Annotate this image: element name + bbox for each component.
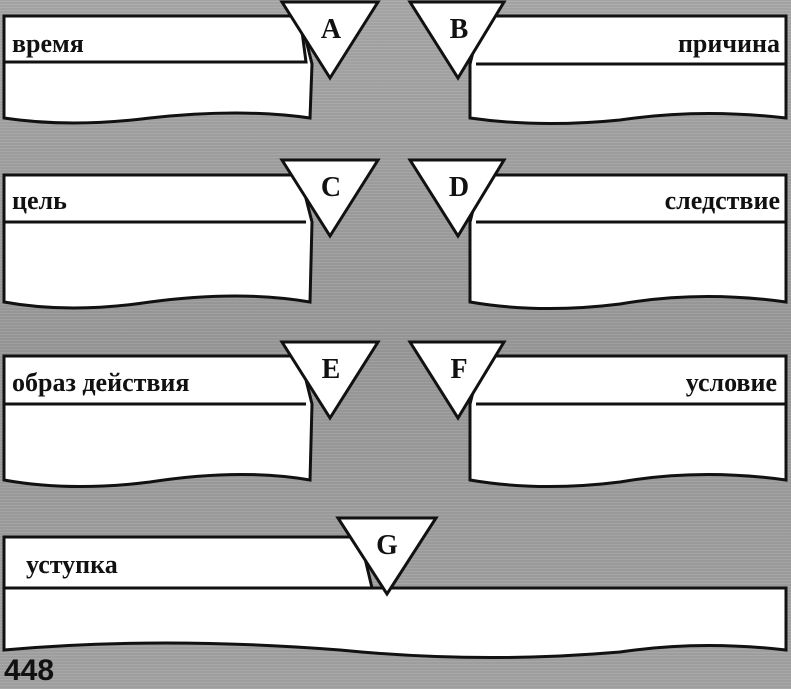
triangle-a xyxy=(279,0,381,81)
letter-b: B xyxy=(449,14,469,45)
label-manner: образ действия xyxy=(12,368,190,397)
label-cause: причина xyxy=(677,29,780,58)
triangle-f xyxy=(407,340,507,421)
card-purpose xyxy=(2,173,314,310)
label-purpose: цель xyxy=(12,186,67,215)
card-concession xyxy=(2,535,788,660)
triangle-g xyxy=(335,516,439,597)
letter-c: C xyxy=(320,172,342,203)
triangle-c xyxy=(279,158,381,239)
card-cause xyxy=(468,14,788,126)
triangle-e xyxy=(279,340,381,421)
card-time xyxy=(2,14,314,125)
label-condition: условие xyxy=(685,368,777,397)
letter-f: F xyxy=(450,354,468,385)
page-number: 448 xyxy=(4,654,55,687)
label-time: время xyxy=(12,29,84,58)
card-condition xyxy=(468,354,788,489)
card-manner xyxy=(2,354,314,489)
letter-d: D xyxy=(448,172,470,203)
letter-a: A xyxy=(320,14,342,45)
letter-e: E xyxy=(321,354,341,385)
label-consequence: следствие xyxy=(664,186,780,215)
triangle-b xyxy=(407,0,507,81)
letter-g: G xyxy=(376,530,398,561)
card-consequence xyxy=(468,173,788,311)
triangle-d xyxy=(407,158,507,239)
label-concession: уступка xyxy=(26,550,118,579)
